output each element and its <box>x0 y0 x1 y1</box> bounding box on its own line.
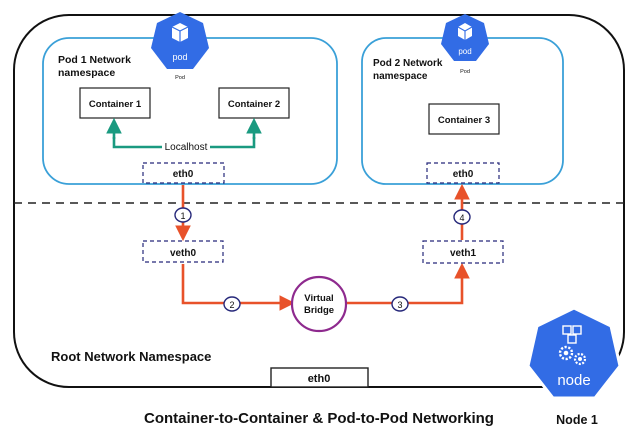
root-eth0-box <box>270 367 369 388</box>
node-icon: node <box>526 306 622 400</box>
veth1-box <box>422 240 504 264</box>
container-1-box <box>79 87 151 119</box>
pod2-namespace-label: Pod 2 Network <box>373 58 443 69</box>
veth0-box <box>142 240 224 263</box>
pod1-namespace-label: Pod 1 Network <box>58 54 131 66</box>
container-3-label: Container 3 <box>438 115 490 126</box>
svg-text:4: 4 <box>459 213 464 223</box>
pod2-namespace-label-2: namespace <box>373 71 428 82</box>
pod2-icon-text: pod <box>458 47 471 56</box>
svg-text:1: 1 <box>180 211 185 221</box>
step-marker: 2 <box>223 296 241 312</box>
veth0-label: veth0 <box>170 248 197 259</box>
bridge-label-2: Bridge <box>304 305 334 316</box>
pod-icon: pod <box>151 12 209 69</box>
pod2-icon-caption: Pod <box>460 69 470 75</box>
container-3-box <box>428 103 500 135</box>
flow-arrow-bridge-to-veth1 <box>345 262 470 305</box>
svg-text:2: 2 <box>229 300 234 310</box>
localhost-label: Localhost <box>165 142 208 153</box>
pod1-icon-text: pod <box>172 52 187 62</box>
step-marker: 1 <box>174 207 192 223</box>
flow-arrow-veth0-to-bridge <box>181 264 296 311</box>
node-icon-text: node <box>557 372 590 389</box>
node-label: Node 1 <box>556 413 598 427</box>
diagram-caption: Container-to-Container & Pod-to-Pod Netw… <box>144 410 494 427</box>
container-2-label: Container 2 <box>228 99 280 110</box>
pod2-eth0-box <box>426 162 500 184</box>
pod1-eth0-label: eth0 <box>173 169 194 180</box>
pod1-icon-caption: Pod <box>175 75 185 81</box>
container-1-label: Container 1 <box>89 99 142 110</box>
veth1-label: veth1 <box>450 248 477 259</box>
pod1-namespace-label-2: namespace <box>58 67 115 79</box>
root-namespace-label: Root Network Namespace <box>51 349 211 364</box>
svg-text:3: 3 <box>397 300 402 310</box>
pod-icon: pod <box>441 14 489 61</box>
bridge-label-1: Virtual <box>304 293 333 304</box>
pod1-eth0-box <box>142 162 225 184</box>
step-marker: 4 <box>453 209 471 225</box>
container-2-box <box>218 87 290 119</box>
pod2-eth0-label: eth0 <box>453 169 474 180</box>
root-eth0-label: eth0 <box>308 373 331 385</box>
step-marker: 3 <box>391 296 409 312</box>
virtual-bridge <box>290 275 348 333</box>
